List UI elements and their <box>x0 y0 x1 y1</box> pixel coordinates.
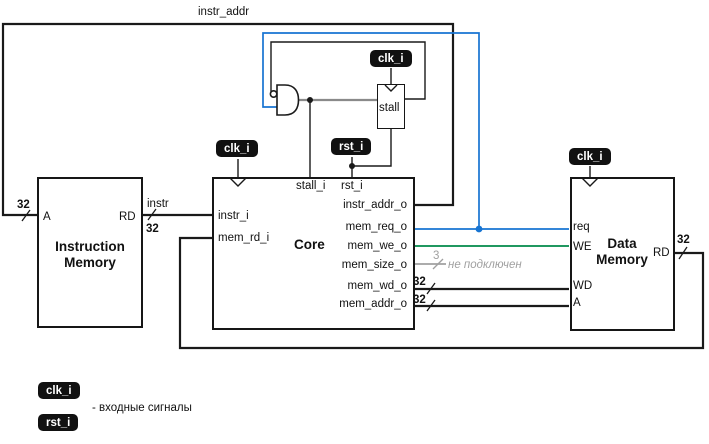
bus32-instr: 32 <box>146 223 159 235</box>
clk-badge-dm: clk_i <box>569 148 611 165</box>
dm-port-rd: RD <box>653 247 670 259</box>
clock-triangle-dm-icon <box>581 177 599 187</box>
core-port-mem-size-o: mem_size_o <box>341 259 407 271</box>
dm-rd-loop-wire <box>178 236 705 350</box>
bus-slash-addr <box>426 299 436 312</box>
dm-port-a: A <box>573 297 581 309</box>
legend-clk-badge: clk_i <box>38 382 80 399</box>
bus3-size: 3 <box>433 250 440 262</box>
dm-port-req: req <box>573 221 590 233</box>
core-port-stall-i: stall_i <box>296 180 326 192</box>
bus32-im-in: 32 <box>17 199 30 211</box>
core-port-instr-addr-o: instr_addr_o <box>343 199 407 211</box>
bus-slash-instr <box>147 208 157 221</box>
bus32-rd: 32 <box>677 234 690 246</box>
im-port-a: A <box>43 211 51 223</box>
core-port-mem-we-o: mem_we_o <box>347 240 407 252</box>
and-gate <box>276 84 300 116</box>
rst-junction-dot <box>349 163 355 169</box>
dm-port-we: WE <box>573 241 592 253</box>
bus32-addr: 32 <box>413 294 426 306</box>
core-block <box>212 177 415 330</box>
bus-slash-wd <box>426 282 436 295</box>
bus32-wd: 32 <box>413 276 426 288</box>
core-port-mem-wd-o: mem_wd_o <box>347 280 407 292</box>
gate-out-junction-dot <box>307 97 313 103</box>
clk-badge-stall: clk_i <box>370 50 412 67</box>
instruction-memory-title: Instruction Memory <box>55 239 125 270</box>
stall-register-label: stall <box>379 102 400 114</box>
data-memory-title: Data Memory <box>596 236 648 267</box>
core-title: Core <box>294 237 325 252</box>
core-port-mem-req-o: mem_req_o <box>345 221 407 233</box>
clock-triangle-core-icon <box>229 177 247 187</box>
not-connected-label: не подключен <box>448 259 522 271</box>
stall-reset-wire <box>352 129 392 167</box>
blue-junction-dot <box>475 225 483 233</box>
instr-addr-label: instr_addr <box>198 6 250 18</box>
bus-slash-im-in <box>21 209 31 222</box>
core-port-instr-i: instr_i <box>218 210 249 222</box>
bus-slash-rd <box>678 246 688 260</box>
core-port-rst-i: rst_i <box>341 180 363 192</box>
stall-feedback-wire <box>270 41 426 100</box>
dm-port-wd: WD <box>573 280 593 292</box>
mem-req-feedback-wire <box>262 32 480 229</box>
legend-text: - входные сигналы <box>92 402 192 414</box>
bus-slash-size <box>432 258 444 270</box>
im-port-rd: RD <box>119 211 136 223</box>
instr-label: instr <box>147 198 169 210</box>
rst-badge-core: rst_i <box>331 138 372 155</box>
gate-invert-bubble-icon <box>269 90 278 99</box>
core-port-mem-rd-i: mem_rd_i <box>218 232 270 244</box>
data-memory-block <box>570 177 675 331</box>
instr-addr-wire <box>1 22 455 217</box>
stall-register-block <box>377 84 405 129</box>
clk-badge-core: clk_i <box>216 140 258 157</box>
legend-rst-badge: rst_i <box>38 414 79 431</box>
instruction-memory-block <box>37 177 143 328</box>
clock-triangle-stall-icon <box>384 84 398 92</box>
core-port-mem-addr-o: mem_addr_o <box>339 298 407 310</box>
